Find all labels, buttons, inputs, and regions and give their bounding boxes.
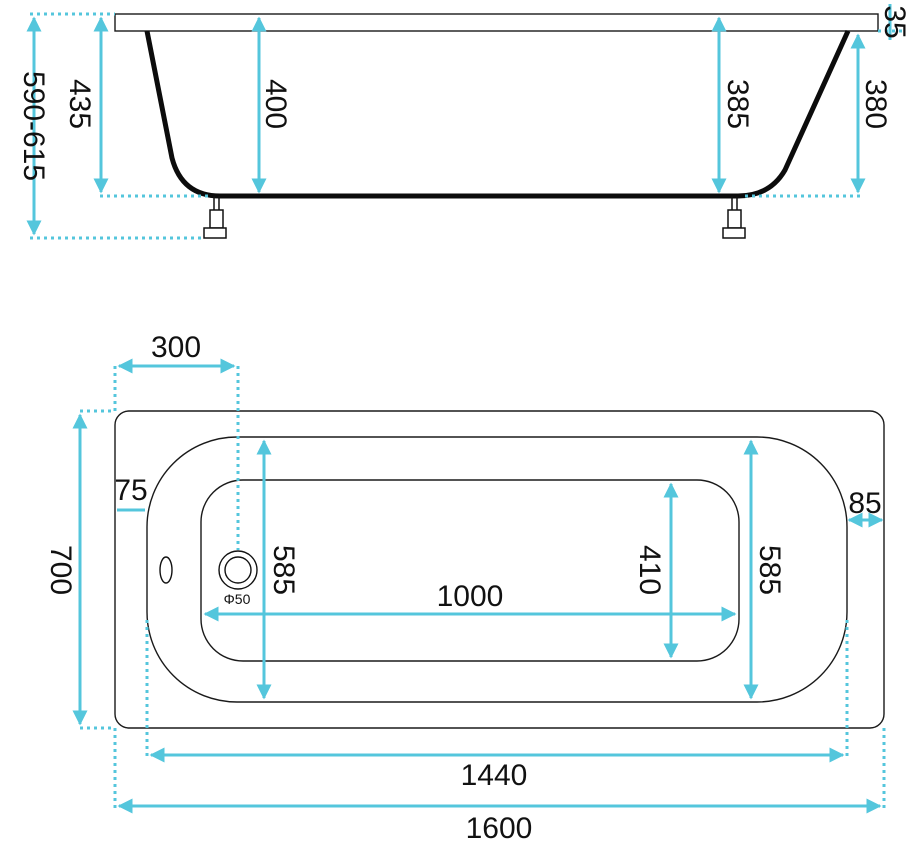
side-tub-profile — [144, 29, 851, 199]
label-drain-offset: 300 — [151, 331, 201, 364]
label-overall-length: 1600 — [466, 812, 533, 845]
label-rim-thickness: 35 — [878, 5, 911, 38]
drain-icon — [218, 550, 258, 590]
side-rim — [114, 13, 879, 32]
label-inner-width-left: 585 — [267, 545, 300, 595]
label-total-height: 590-615 — [17, 71, 50, 181]
label-left-rim: 75 — [114, 474, 147, 507]
right-foot — [722, 196, 746, 239]
top-view: Φ50 300 700 75 85 585 585 410 1000 — [44, 331, 886, 845]
label-depth-right: 380 — [859, 79, 892, 129]
side-view: 590-615 435 400 385 380 35 — [17, 4, 911, 240]
label-bottom-length: 1000 — [437, 580, 504, 613]
label-inner-width-right: 585 — [753, 545, 786, 595]
label-inner-length: 1440 — [461, 759, 528, 792]
label-depth-inner-left: 400 — [259, 79, 292, 129]
label-depth-inner-right: 385 — [721, 79, 754, 129]
overflow-hole — [159, 556, 173, 584]
left-foot — [203, 196, 227, 239]
label-bottom-width: 410 — [633, 545, 666, 595]
label-right-rim: 85 — [848, 487, 881, 520]
label-drain-diameter: Φ50 — [224, 591, 251, 607]
label-width: 700 — [44, 545, 77, 595]
label-depth-left: 435 — [63, 79, 96, 129]
